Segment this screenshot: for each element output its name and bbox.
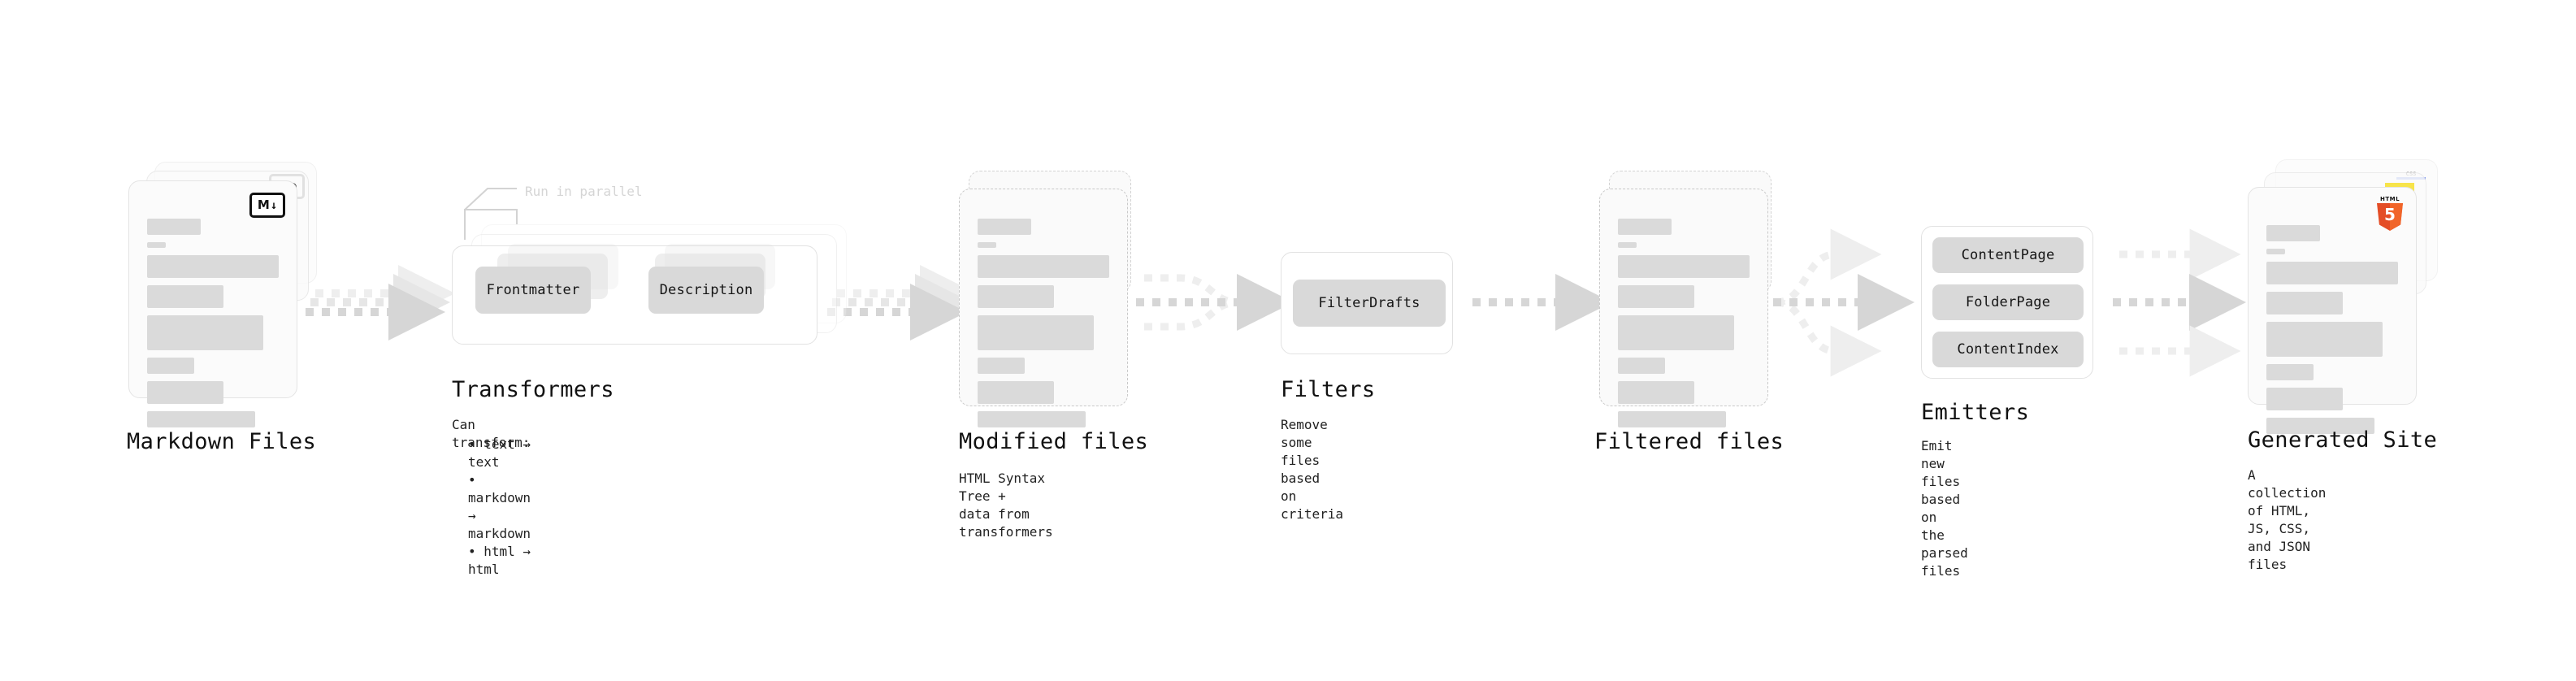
stage-subtitle: A collection of HTML, JS, CSS, and JSON … [2248, 467, 2327, 572]
connector-filtered-to-emitters [1773, 228, 1915, 377]
markdown-badge-letter: M [257, 197, 270, 212]
stage-subtitle: HTML Syntax Tree + data from transformer… [959, 471, 1053, 540]
markdown-badge: M ↓ [249, 193, 285, 218]
emitter-pill-folderpage[interactable]: FolderPage [1932, 284, 2084, 320]
skeleton-bar [978, 219, 1031, 235]
skeleton-bar [1618, 242, 1637, 248]
skeleton-bar [147, 219, 201, 235]
stage-title: Modified files [959, 429, 1149, 454]
transformer-pill-description[interactable]: Description [648, 267, 764, 314]
connector-md-to-transformers [306, 265, 455, 340]
document-card-front: M ↓ [128, 180, 297, 427]
transform-bullet-list: • text → text • markdown → markdown • ht… [457, 436, 531, 579]
skeleton-bar [147, 315, 263, 350]
stage-title: Transformers [452, 377, 614, 402]
html5-badge: HTML 5 [2375, 196, 2405, 232]
skeleton-bar [978, 255, 1109, 278]
markdown-badge-arrow: ↓ [270, 198, 278, 212]
skeleton-bar [1618, 315, 1734, 350]
list-item: • markdown → markdown [468, 472, 531, 541]
document-card-front [1599, 189, 1768, 427]
skeleton-bar [2266, 388, 2343, 410]
skeleton-bar [147, 381, 223, 404]
document-skeleton [2266, 225, 2398, 441]
skeleton-bar [2266, 225, 2320, 241]
list-item: • text → text [468, 436, 531, 470]
connector-modified-to-filters [1136, 274, 1294, 331]
connector-emitters-to-site [2113, 228, 2246, 377]
skeleton-bar [2266, 262, 2398, 284]
skeleton-bar [978, 411, 1086, 427]
skeleton-bar [2266, 364, 2314, 380]
stage-subtitle: Can transform: [452, 417, 531, 450]
list-item: • html → html [468, 544, 531, 577]
stage-title: Generated Site [2248, 427, 2438, 453]
skeleton-bar [1618, 381, 1694, 404]
html5-badge-label: HTML [2379, 196, 2400, 202]
filter-pill-filterdrafts[interactable]: FilterDrafts [1293, 280, 1446, 327]
skeleton-bar [147, 411, 255, 427]
document-card-front: HTML 5 [2248, 187, 2417, 434]
skeleton-bar [1618, 219, 1672, 235]
skeleton-bar [147, 255, 279, 278]
stage-subtitle: Remove some files based on criteria [1281, 417, 1344, 522]
skeleton-bar [978, 242, 996, 248]
skeleton-bar [1618, 358, 1666, 374]
document-skeleton [147, 219, 279, 435]
emitter-pill-contentindex[interactable]: ContentIndex [1932, 332, 2084, 367]
document-card-front [959, 189, 1128, 427]
skeleton-bar [2266, 249, 2285, 254]
stage-title: Markdown Files [127, 429, 317, 454]
skeleton-bar [1618, 255, 1750, 278]
skeleton-bar [2266, 292, 2343, 314]
stage-title: Filters [1281, 377, 1376, 402]
stage-title: Filtered files [1594, 429, 1785, 454]
skeleton-bar [1618, 411, 1726, 427]
skeleton-bar [978, 315, 1094, 350]
document-skeleton [978, 219, 1109, 435]
skeleton-bar [147, 358, 195, 374]
stage-title: Emitters [1921, 400, 2030, 425]
skeleton-bar [978, 381, 1054, 404]
document-skeleton [1618, 219, 1750, 435]
skeleton-bar [2266, 322, 2383, 357]
skeleton-bar [2266, 418, 2374, 434]
skeleton-bar [978, 358, 1026, 374]
html5-badge-digit: 5 [2384, 205, 2396, 224]
transformer-pill-frontmatter[interactable]: Frontmatter [475, 267, 591, 314]
skeleton-bar [1618, 285, 1694, 308]
skeleton-bar [147, 242, 166, 248]
skeleton-bar [978, 285, 1054, 308]
emitter-pill-contentpage[interactable]: ContentPage [1932, 237, 2084, 273]
stage-subtitle: Emit new files based on the parsed files [1921, 438, 1968, 579]
run-in-parallel-label: Run in parallel [525, 184, 643, 199]
skeleton-bar [147, 285, 223, 308]
